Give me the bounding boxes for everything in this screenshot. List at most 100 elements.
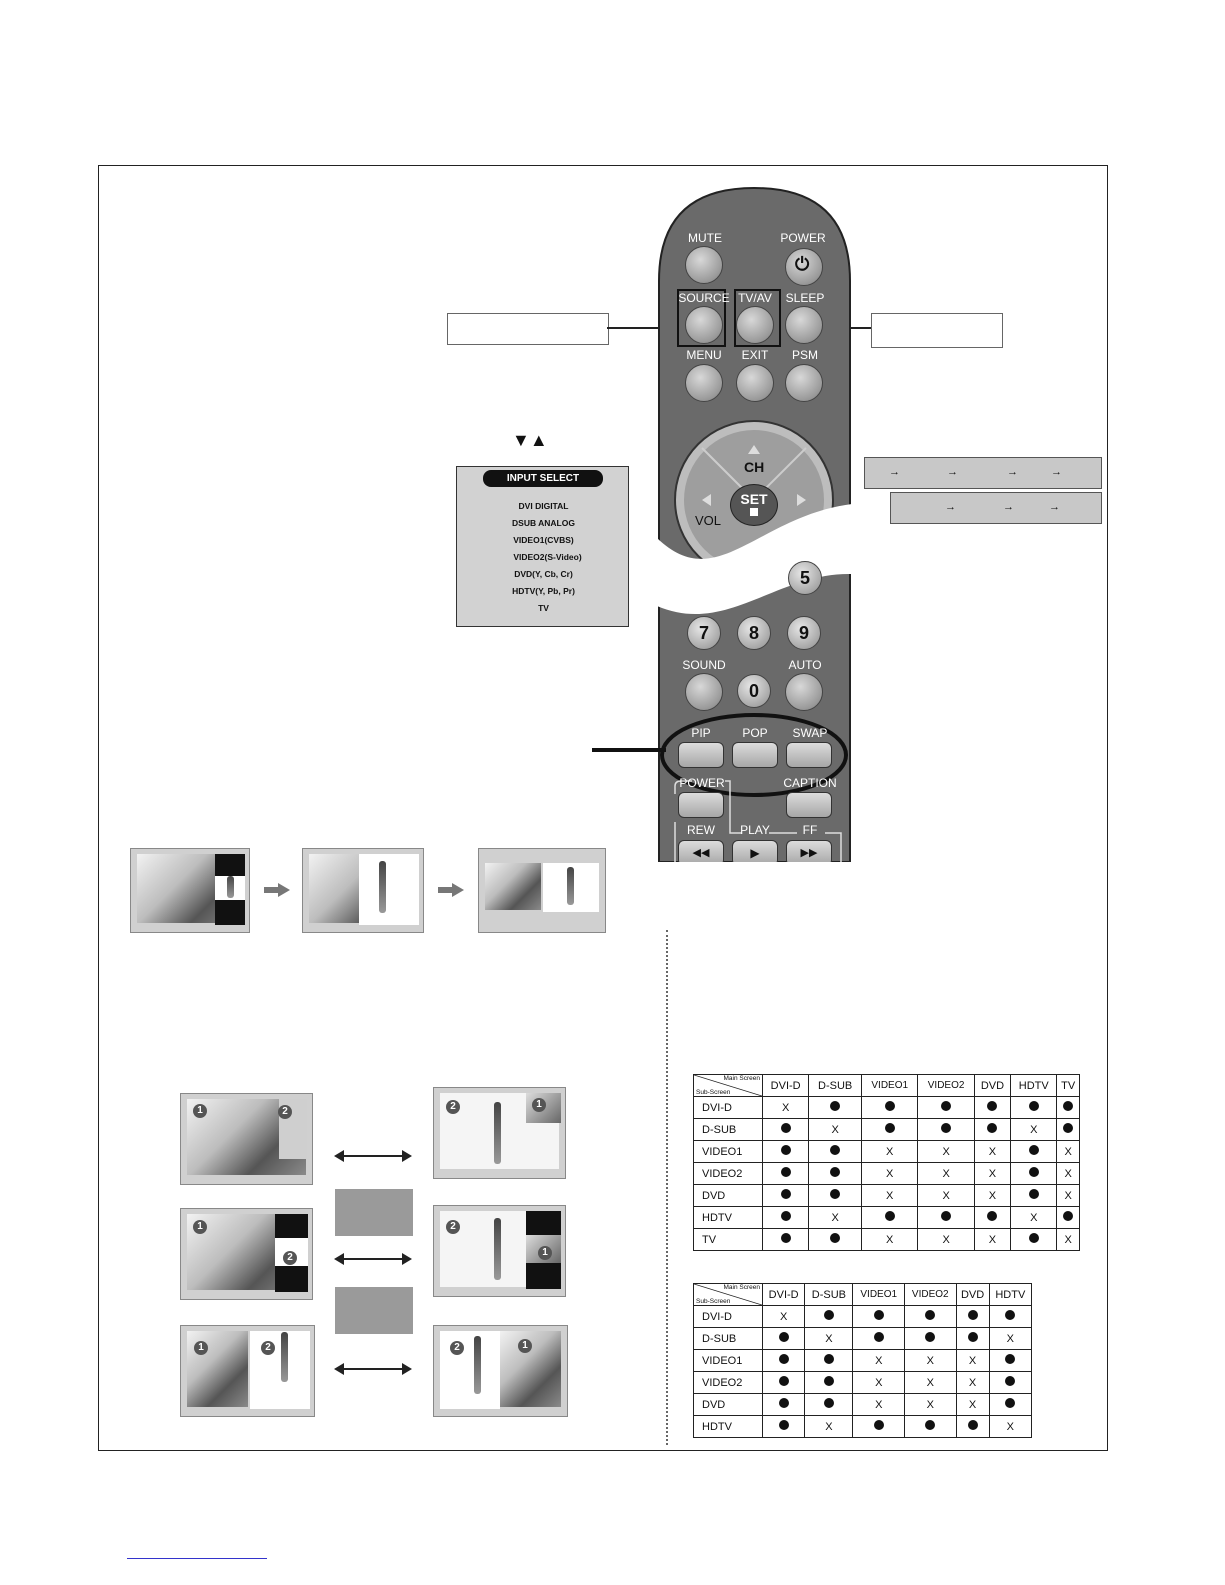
footer-link-underline[interactable] (127, 1558, 267, 1559)
column-header: D-SUB (808, 1074, 863, 1097)
pip-button[interactable] (678, 742, 724, 768)
swap-arrow-icon (334, 1150, 412, 1162)
row-header: D-SUB (693, 1327, 763, 1350)
supported-dot-icon (967, 1420, 978, 1430)
column-header: D-SUB (804, 1283, 854, 1306)
table-cell (808, 1228, 863, 1251)
exit-button[interactable] (736, 364, 774, 402)
supported-dot-icon (1063, 1123, 1074, 1133)
table-cell (973, 1096, 1012, 1119)
row-header: DVI-D (693, 1096, 763, 1119)
table-cell (861, 1206, 919, 1229)
sound-button[interactable] (685, 673, 723, 711)
pip-pointer-line (592, 748, 666, 752)
table-cell (955, 1415, 990, 1438)
input-item-hdtv[interactable]: HDTV(Y, Pb, Pr) (512, 586, 575, 596)
power-icon: ⏻ (795, 254, 810, 274)
seq-arrow: → (1051, 466, 1062, 478)
table-cell: X (808, 1206, 863, 1229)
table-cell: X (861, 1140, 919, 1163)
source-callout-line (607, 327, 687, 329)
input-item-video2[interactable]: VIDEO2(S-Video) (513, 552, 582, 562)
number-0-button[interactable]: 0 (737, 674, 771, 708)
mute-button[interactable] (685, 246, 723, 284)
vol-label[interactable]: VOL (695, 513, 722, 528)
supported-dot-icon (823, 1354, 834, 1364)
play-label: PLAY (740, 823, 770, 837)
column-divider (666, 930, 668, 1445)
power-button[interactable]: ⏻ (785, 248, 823, 286)
sleep-button[interactable] (785, 306, 823, 344)
number-9-button[interactable]: 9 (787, 616, 821, 650)
sequence-arrow-icon (438, 883, 464, 897)
input-item-video1[interactable]: VIDEO1(CVBS) (513, 535, 574, 545)
mute-label: MUTE (688, 231, 722, 245)
table-cell: X (973, 1228, 1012, 1251)
psm-button[interactable] (785, 364, 823, 402)
supported-dot-icon (780, 1233, 791, 1243)
table-cell (917, 1096, 975, 1119)
gray-label-box (335, 1287, 413, 1334)
rewind-icon: ◀◀ (692, 847, 710, 859)
supported-dot-icon (1028, 1145, 1039, 1155)
badge-2: 2 (446, 1100, 460, 1114)
row-header: HDTV (693, 1206, 763, 1229)
supported-dot-icon (873, 1420, 884, 1430)
table-cell (808, 1162, 863, 1185)
badge-1: 1 (193, 1220, 207, 1234)
table-cell: X (1056, 1228, 1080, 1251)
ff-button[interactable]: ▶▶ (786, 840, 832, 862)
supported-dot-icon (1005, 1376, 1016, 1386)
input-item-dvd[interactable]: DVD(Y, Cb, Cr) (514, 569, 573, 579)
supported-dot-icon (1005, 1310, 1016, 1320)
menu-button[interactable] (685, 364, 723, 402)
table-cell (761, 1184, 810, 1207)
source-button[interactable] (685, 306, 723, 344)
table-cell: X (761, 1096, 810, 1119)
number-8-button[interactable]: 8 (737, 616, 771, 650)
table-cell (861, 1118, 919, 1141)
tvav-button[interactable] (736, 306, 774, 344)
ch-label[interactable]: CH (744, 459, 765, 475)
table-cell: X (1056, 1162, 1080, 1185)
table-cell (988, 1305, 1033, 1328)
table-cell: X (917, 1184, 975, 1207)
table-cell (761, 1393, 806, 1416)
column-header: VIDEO1 (852, 1283, 905, 1306)
play-button[interactable]: ▶ (732, 840, 778, 862)
number-5-button[interactable]: 5 (788, 561, 822, 595)
input-item-dvi[interactable]: DVI DIGITAL (518, 501, 569, 511)
rew-button[interactable]: ◀◀ (678, 840, 724, 862)
column-header: DVD (955, 1283, 990, 1306)
ff-label: FF (802, 823, 818, 837)
badge-1: 1 (538, 1246, 552, 1260)
supported-dot-icon (987, 1101, 998, 1111)
row-header: TV (693, 1228, 763, 1251)
supported-dot-icon (925, 1420, 936, 1430)
number-7-button[interactable]: 7 (687, 616, 721, 650)
table-cell (804, 1371, 854, 1394)
power-bottom-button[interactable] (678, 792, 724, 818)
input-item-dsub[interactable]: DSUB ANALOG (512, 518, 575, 528)
input-item-tv[interactable]: TV (538, 603, 549, 613)
sequence-arrow-icon (264, 883, 290, 897)
supported-dot-icon (778, 1332, 789, 1342)
caption-button[interactable] (786, 792, 832, 818)
pop-button[interactable] (732, 742, 778, 768)
badge-1: 1 (193, 1104, 207, 1118)
set-button[interactable]: SET (730, 484, 778, 526)
row-header: VIDEO2 (693, 1162, 763, 1185)
column-header: HDTV (988, 1283, 1033, 1306)
caption-label: CAPTION (783, 776, 837, 790)
auto-button[interactable] (785, 673, 823, 711)
supported-dot-icon (1028, 1189, 1039, 1199)
rew-label: REW (687, 823, 715, 837)
sound-label: SOUND (682, 658, 726, 672)
table-cell (988, 1393, 1033, 1416)
supported-dot-icon (830, 1167, 841, 1177)
supported-dot-icon (1063, 1211, 1074, 1221)
table-cell: X (861, 1184, 919, 1207)
table-cell: X (852, 1371, 905, 1394)
swap-button[interactable] (786, 742, 832, 768)
